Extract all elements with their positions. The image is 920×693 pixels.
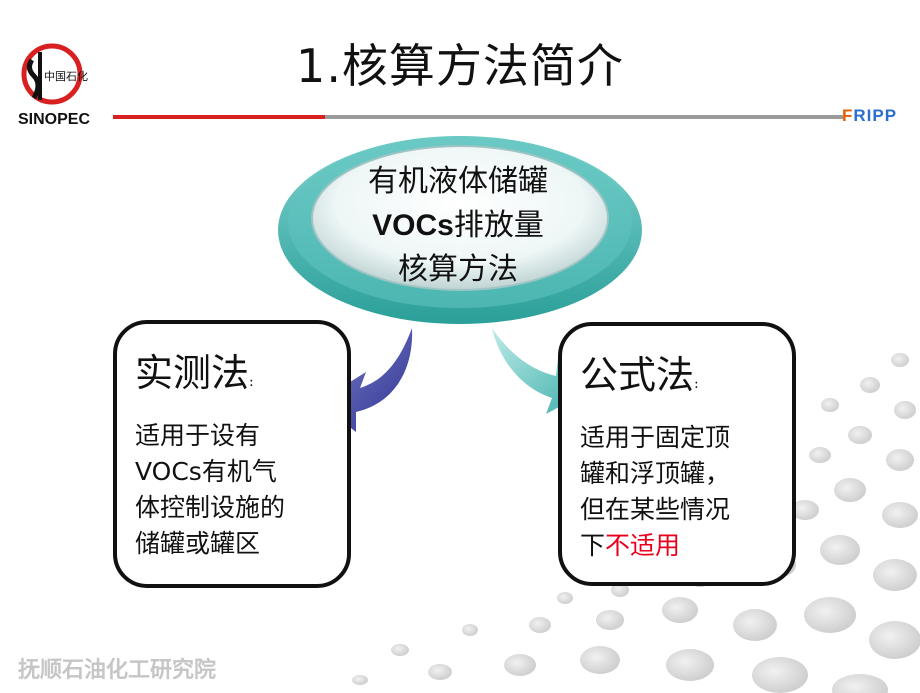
formula-line-2: 罐和浮顶罐， [580, 459, 731, 488]
svg-text:SINOPEC: SINOPEC [18, 111, 90, 128]
formula-line-4: 下不适用 [580, 528, 780, 564]
footer-institute-name: 抚顺石油化工研究院 [18, 658, 217, 683]
measurement-method-colon: : [249, 374, 254, 390]
formula-line-1: 适用于固定顶 [580, 423, 731, 452]
center-vocs: VOCs [372, 209, 454, 242]
center-line-2-rest: 排放量 [453, 208, 544, 243]
sinopec-logo: 中国石化 SINOPEC [18, 43, 90, 128]
measurement-method-title: 实测法: [135, 342, 254, 397]
oval-face [311, 145, 609, 291]
measurement-line-1: 适用于设有 [135, 421, 261, 450]
not-applicable-highlight: 不适用 [605, 531, 681, 560]
measurement-line-2: VOCs有机气 [135, 457, 277, 486]
measurement-line-4: 储罐或罐区 [135, 529, 261, 558]
measurement-method-description: 适用于设有 VOCs有机气 体控制设施的 储罐或罐区 [135, 418, 335, 562]
svg-text:中国石化: 中国石化 [44, 69, 88, 83]
measurement-method-box: 实测法: 适用于设有 VOCs有机气 体控制设施的 储罐或罐区 [113, 320, 351, 588]
page-title: 1.核算方法简介 [296, 39, 624, 93]
header-divider-grey [325, 115, 843, 119]
brand-first-letter: F [842, 106, 854, 125]
center-line-1: 有机液体储罐 [368, 164, 548, 199]
header-divider-red [113, 115, 325, 119]
formula-method-box: 公式法: 适用于固定顶 罐和浮顶罐， 但在某些情况 下不适用 [558, 322, 796, 586]
fripp-brand: FRIPP [842, 106, 897, 126]
center-oval-text: 有机液体储罐 VOCs排放量 核算方法 [330, 160, 586, 292]
center-line-3: 核算方法 [398, 252, 518, 287]
formula-method-title-text: 公式法 [580, 353, 695, 397]
measurement-line-3: 体控制设施的 [135, 493, 286, 522]
measurement-method-title-text: 实测法 [135, 351, 250, 395]
formula-line-4-prefix: 下 [580, 531, 606, 560]
formula-method-description: 适用于固定顶 罐和浮顶罐， 但在某些情况 下不适用 [580, 420, 780, 564]
center-line-2: VOCs排放量 [330, 204, 586, 248]
formula-method-title: 公式法: [580, 344, 699, 399]
formula-method-colon: : [694, 376, 699, 392]
brand-rest: RIPP [853, 106, 898, 125]
formula-line-3: 但在某些情况 [580, 495, 731, 524]
